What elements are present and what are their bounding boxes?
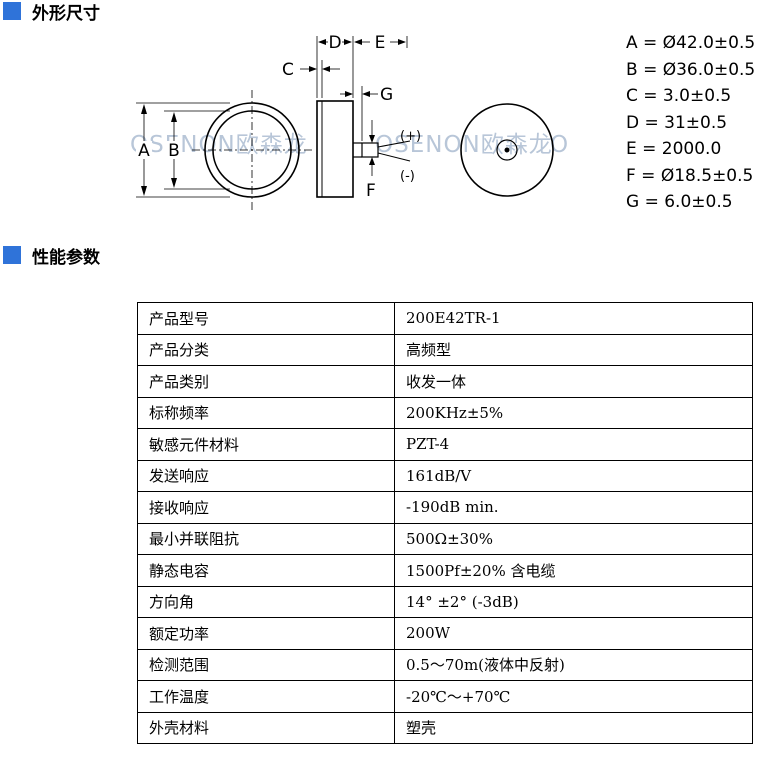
spec-value: 0.5～70m(液体中反射) xyxy=(394,648,753,681)
side-body xyxy=(316,100,354,198)
watermark-text: OSENON欧森龙 xyxy=(130,132,308,158)
spec-label: 产品类别 xyxy=(137,365,395,398)
section-marker xyxy=(3,2,21,20)
dimension-item: B = Ø36.0±0.5 xyxy=(626,59,756,80)
label-b: B xyxy=(168,141,180,161)
section-title-text: 性能参数 xyxy=(32,247,100,268)
spec-label: 静态电容 xyxy=(137,554,395,587)
spec-label: 产品型号 xyxy=(137,302,395,335)
table-row: 敏感元件材料 PZT-4 xyxy=(137,428,753,461)
section-title-text: 外形尺寸 xyxy=(32,3,100,24)
section-title-dimensions: 外形尺寸 xyxy=(3,0,100,24)
dim-arrow xyxy=(354,39,362,45)
dim-arrow xyxy=(141,104,147,114)
table-row: 最小并联阻抗 500Ω±30% xyxy=(137,522,753,555)
spec-value: 161dB/V xyxy=(394,459,753,492)
spec-label: 工作温度 xyxy=(137,680,395,713)
label-bg xyxy=(166,141,182,159)
dimension-drawing-svg: OSENON欧森龙 OSENON欧森龙 OSENON欧森龙 A B (+) xyxy=(130,33,570,210)
label-minus: (-) xyxy=(400,169,415,184)
spec-value: -190dB min. xyxy=(394,491,753,524)
table-row: 额定功率 200W xyxy=(137,617,753,650)
spec-value: 收发一体 xyxy=(394,365,753,398)
dim-arrow xyxy=(171,112,177,122)
dim-arrow xyxy=(344,39,352,45)
lead-wire-positive xyxy=(377,140,411,148)
spec-label: 接收响应 xyxy=(137,491,395,524)
table-row: 方向角 14° ±2° (-3dB) xyxy=(137,585,753,618)
dim-arrow xyxy=(322,66,330,72)
label-a: A xyxy=(138,141,150,161)
spec-value: -20℃～+70℃ xyxy=(394,680,753,713)
dimension-list: A = Ø42.0±0.5 B = Ø36.0±0.5 C = 3.0±0.5 … xyxy=(626,30,755,216)
cable-outlet-center xyxy=(504,147,510,153)
dimension-item: G = 6.0±0.5 xyxy=(626,192,733,212)
dim-arrow xyxy=(345,91,353,97)
dim-arrow xyxy=(318,39,326,45)
section-marker xyxy=(3,246,21,264)
spec-label: 最小并联阻抗 xyxy=(137,522,395,555)
table-row: 外壳材料 塑壳 xyxy=(137,711,753,744)
watermark-text: OSENON欧森龙 xyxy=(550,132,570,158)
spec-value: 500Ω±30% xyxy=(394,522,753,555)
spec-value: PZT-4 xyxy=(394,428,753,461)
table-row: 产品型号 200E42TR-1 xyxy=(137,302,753,335)
table-row: 发送响应 161dB/V xyxy=(137,459,753,492)
spec-value: 14° ±2° (-3dB) xyxy=(394,585,753,618)
section-title-performance: 性能参数 xyxy=(3,244,100,268)
spec-value: 1500Pf±20% 含电缆 xyxy=(394,554,753,587)
spec-label: 方向角 xyxy=(137,585,395,618)
dim-arrow xyxy=(171,178,177,188)
dimension-item: C = 3.0±0.5 xyxy=(626,86,732,106)
table-row: 工作温度 -20℃～+70℃ xyxy=(137,680,753,713)
spec-label: 发送响应 xyxy=(137,459,395,492)
spec-value: 高频型 xyxy=(394,333,753,366)
dim-arrow xyxy=(369,135,375,143)
outer-circle-back xyxy=(460,103,554,197)
dim-arrow xyxy=(369,157,375,165)
dimension-item: E = 2000.0 xyxy=(626,139,722,159)
lead-wire-negative xyxy=(377,152,411,162)
label-d: D xyxy=(328,33,341,53)
spec-label: 标称频率 xyxy=(137,396,395,429)
label-bg xyxy=(136,141,152,159)
dim-arrow xyxy=(309,66,317,72)
table-row: 检测范围 0.5～70m(液体中反射) xyxy=(137,648,753,681)
spec-label: 额定功率 xyxy=(137,617,395,650)
cable-outlet-circle xyxy=(496,139,518,161)
dim-arrow xyxy=(141,186,147,196)
label-c: C xyxy=(282,60,294,80)
table-row: 产品分类 高频型 xyxy=(137,333,753,366)
cable-connector xyxy=(361,142,379,158)
spec-label: 产品分类 xyxy=(137,333,395,366)
spec-value: 200KHz±5% xyxy=(394,396,753,429)
label-plus: (+) xyxy=(400,129,421,144)
dimension-item: D = 31±0.5 xyxy=(626,112,728,133)
dimension-drawing: OSENON欧森龙 OSENON欧森龙 OSENON欧森龙 A B (+) xyxy=(130,28,570,218)
dimension-item: F = Ø18.5±0.5 xyxy=(626,165,754,186)
table-row: 产品类别 收发一体 xyxy=(137,365,753,398)
spec-label: 检测范围 xyxy=(137,648,395,681)
dimension-item: A = Ø42.0±0.5 xyxy=(626,33,756,53)
table-row: 接收响应 -190dB min. xyxy=(137,491,753,524)
spec-table: 产品型号 200E42TR-1 产品分类 高频型 产品类别 收发一体 标称频率 … xyxy=(137,302,753,744)
table-row: 静态电容 1500Pf±20% 含电缆 xyxy=(137,554,753,587)
spec-value: 200W xyxy=(394,617,753,650)
dim-arrow xyxy=(362,91,370,97)
dim-arrow xyxy=(398,39,406,45)
label-e: E xyxy=(375,33,386,53)
table-row: 标称频率 200KHz±5% xyxy=(137,396,753,429)
spec-label: 敏感元件材料 xyxy=(137,428,395,461)
label-f: F xyxy=(366,181,376,201)
spec-value: 塑壳 xyxy=(394,711,753,744)
spec-label: 外壳材料 xyxy=(137,711,395,744)
label-g: G xyxy=(380,85,393,105)
spec-value: 200E42TR-1 xyxy=(394,302,753,335)
